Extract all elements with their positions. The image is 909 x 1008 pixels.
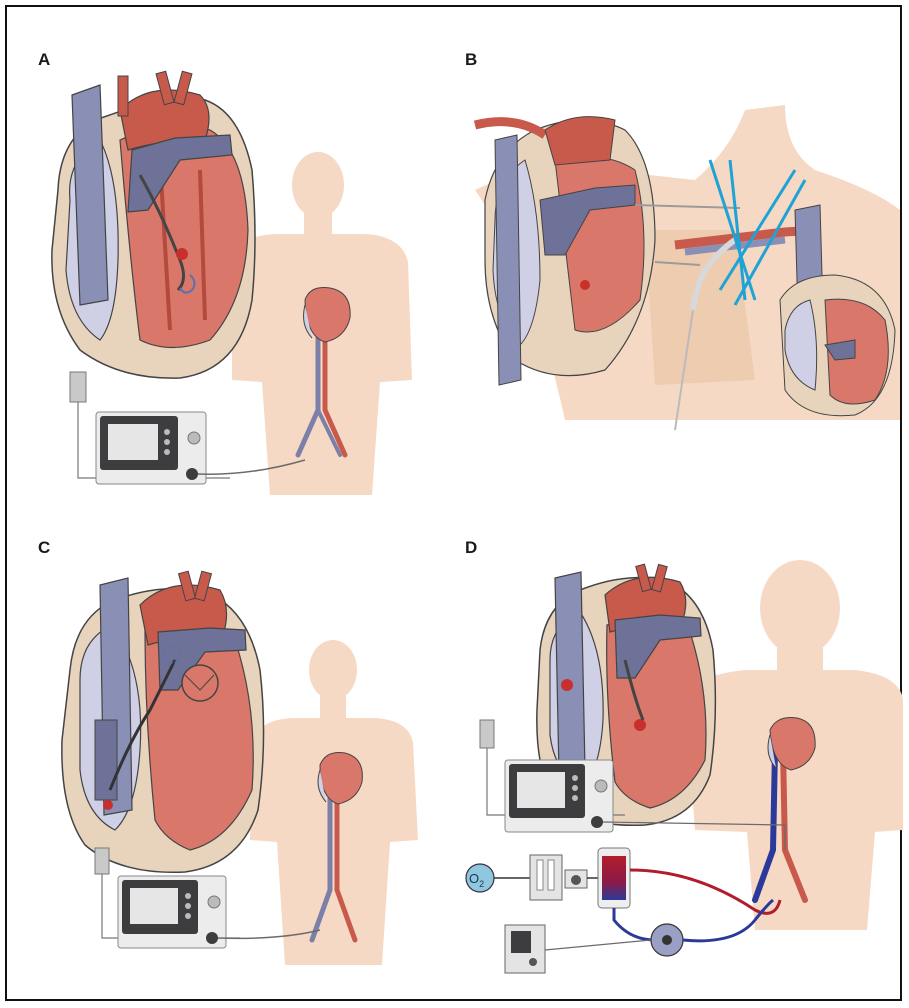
ecmo-circuit: O2 <box>466 848 780 973</box>
large-heart <box>52 71 255 378</box>
panel-d: D <box>455 520 905 1000</box>
panel-a: A <box>0 0 455 520</box>
panel-a-illustration <box>0 0 455 520</box>
panel-b-illustration <box>455 0 905 520</box>
panel-d-illustration: O2 <box>455 520 905 1000</box>
large-heart-c <box>62 571 264 872</box>
panel-c: C <box>0 520 455 1000</box>
gas-blender-icon <box>530 855 562 900</box>
panel-b: B <box>455 0 905 520</box>
panel-c-illustration <box>0 520 455 1000</box>
